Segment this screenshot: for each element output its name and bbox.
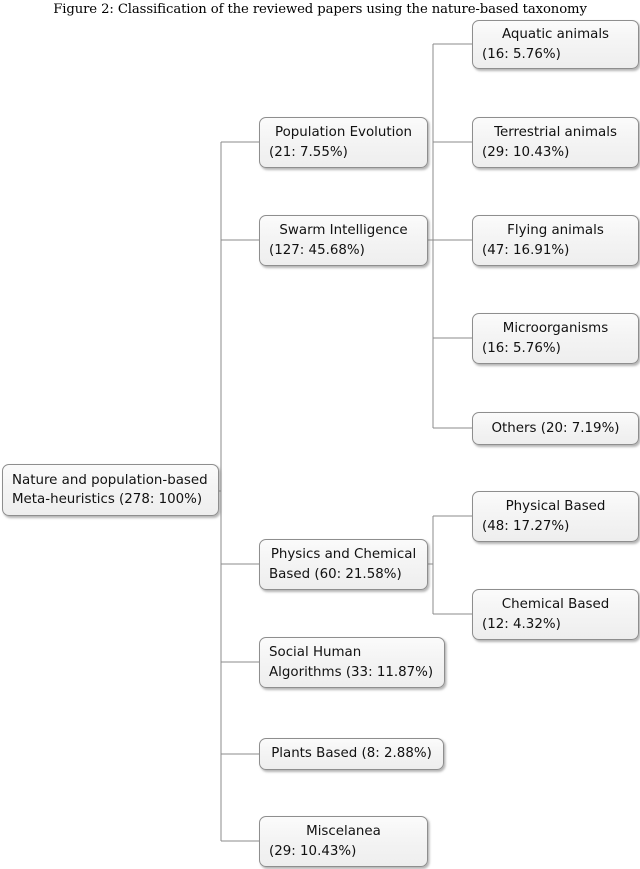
node-social-human-algorithms-line1: Social Human [269, 645, 362, 661]
node-miscelanea-line1: Miscelanea [306, 824, 381, 840]
node-root-line2: Meta-heuristics (278: 100%) [12, 492, 203, 507]
node-microorganisms-line2: (16: 5.76%) [482, 340, 561, 356]
node-miscelanea-line2: (29: 10.43%) [269, 843, 357, 859]
node-chemical-based-line2: (12: 4.32%) [482, 616, 561, 632]
node-aquatic-animals-line2: (16: 5.76%) [482, 46, 561, 62]
node-population-evolution-line1: Population Evolution [274, 125, 413, 141]
node-terrestrial-animals-line2: (29: 10.43%) [482, 144, 570, 160]
node-flying-animals-line2: (47: 16.91%) [482, 242, 570, 258]
node-aquatic-animals[interactable]: Aquatic animals (16: 5.76%) [472, 20, 639, 69]
node-others-line1: Others (20: 7.19%) [491, 420, 620, 436]
node-physics-and-chemical-based-line1: Physics and Chemical [270, 547, 417, 563]
node-swarm-intelligence-line2: (127: 45.68%) [269, 242, 365, 258]
node-root-line1: Nature and population-based [12, 472, 208, 488]
node-swarm-intelligence[interactable]: Swarm Intelligence (127: 45.68%) [259, 215, 428, 266]
node-terrestrial-animals[interactable]: Terrestrial animals (29: 10.43%) [472, 117, 639, 168]
node-population-evolution-line2: (21: 7.55%) [269, 144, 348, 160]
node-social-human-algorithms[interactable]: Social Human Algorithms (33: 11.87%) [259, 637, 445, 688]
node-aquatic-animals-line1: Aquatic animals [501, 27, 610, 43]
node-chemical-based-line1: Chemical Based [501, 597, 610, 613]
node-physics-and-chemical-based[interactable]: Physics and Chemical Based (60: 21.58%) [259, 539, 428, 590]
figure-caption: Figure 2: Classification of the reviewed… [53, 2, 587, 17]
node-plants-based[interactable]: Plants Based (8: 2.88%) [259, 738, 444, 770]
node-population-evolution[interactable]: Population Evolution (21: 7.55%) [259, 117, 428, 168]
node-swarm-intelligence-line1: Swarm Intelligence [279, 223, 408, 239]
node-flying-animals[interactable]: Flying animals (47: 16.91%) [472, 215, 639, 266]
node-plants-based-line1: Plants Based (8: 2.88%) [271, 746, 432, 762]
node-others[interactable]: Others (20: 7.19%) [472, 412, 639, 445]
node-flying-animals-line1: Flying animals [507, 223, 604, 239]
node-physics-and-chemical-based-line2: Based (60: 21.58%) [269, 566, 402, 582]
node-microorganisms-line1: Microorganisms [502, 321, 609, 337]
node-root[interactable]: Nature and population-based Meta-heurist… [2, 464, 219, 516]
node-chemical-based[interactable]: Chemical Based (12: 4.32%) [472, 589, 639, 640]
node-physical-based-line2: (48: 17.27%) [482, 518, 570, 534]
node-microorganisms[interactable]: Microorganisms (16: 5.76%) [472, 313, 639, 364]
node-miscelanea[interactable]: Miscelanea (29: 10.43%) [259, 816, 428, 867]
node-terrestrial-animals-line1: Terrestrial animals [494, 125, 617, 141]
node-physical-based[interactable]: Physical Based (48: 17.27%) [472, 491, 639, 542]
node-physical-based-line1: Physical Based [505, 499, 606, 515]
node-social-human-algorithms-line2: Algorithms (33: 11.87%) [269, 664, 434, 680]
